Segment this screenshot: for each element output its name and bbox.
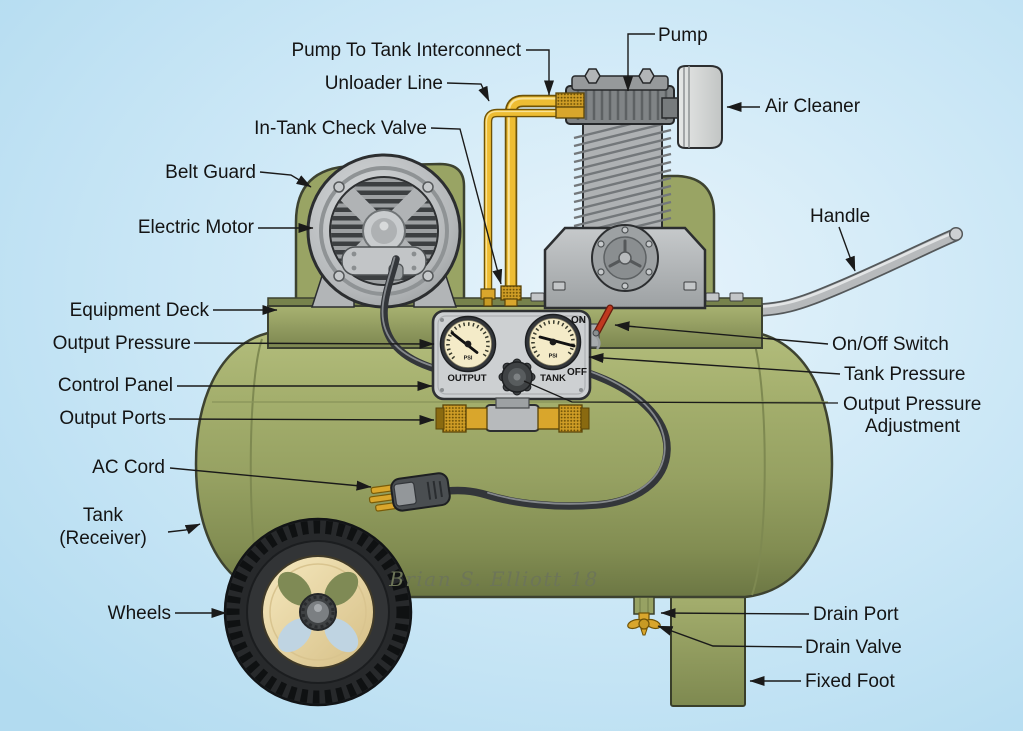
part-labels: Pump To Tank Interconnect Unloader Line … xyxy=(53,25,982,692)
callout-output-pressure-adjustment xyxy=(523,380,839,404)
label-output-pressure-adjustment-2: Adjustment xyxy=(865,416,961,437)
label-fixed-foot: Fixed Foot xyxy=(805,671,895,692)
in-tank-check-valve-nut xyxy=(500,285,522,301)
drain-port xyxy=(633,596,655,615)
callout-lines xyxy=(167,33,856,686)
output-pressure-adjustment-knob[interactable] xyxy=(498,358,536,396)
label-electric-motor: Electric Motor xyxy=(138,217,255,238)
fixed-foot xyxy=(670,591,746,707)
drain-valve[interactable] xyxy=(627,612,662,636)
label-ac-cord: AC Cord xyxy=(92,457,165,478)
callout-tank-pressure xyxy=(588,352,841,375)
label-wheels: Wheels xyxy=(108,603,171,624)
label-in-tank-check-valve: In-Tank Check Valve xyxy=(254,118,427,139)
label-air-cleaner: Air Cleaner xyxy=(765,96,861,117)
callout-pump xyxy=(623,33,655,92)
crankcase-screws xyxy=(597,226,653,290)
callout-in-tank-check-valve xyxy=(430,127,503,285)
label-pump-to-tank-interconnect: Pump To Tank Interconnect xyxy=(291,40,521,61)
left-output-port[interactable] xyxy=(442,404,467,433)
output-gauge-unit: PSI xyxy=(464,356,473,362)
rim-spoke-holes xyxy=(277,571,359,653)
tank-pressure-gauge: PSI xyxy=(524,313,582,371)
artist-signature: Brian S. Elliott 18 xyxy=(388,567,599,591)
output-pressure-gauge: PSI xyxy=(439,315,497,373)
label-pump: Pump xyxy=(658,25,708,46)
tank-gauge-needle xyxy=(538,335,576,348)
label-belt-guard: Belt Guard xyxy=(165,162,256,183)
callout-on-off-switch xyxy=(614,321,829,345)
ac-plug xyxy=(368,472,451,512)
wheel xyxy=(223,517,413,707)
pump-head-bolts xyxy=(584,68,655,84)
switch-on-label: ON xyxy=(571,315,586,326)
label-drain-valve: Drain Valve xyxy=(805,637,902,658)
label-output-pressure-adjustment-1: Output Pressure xyxy=(843,394,981,415)
label-output-ports: Output Ports xyxy=(59,408,166,429)
on-off-switch-lever[interactable] xyxy=(592,304,614,337)
control-panel: PSI PSI OUTPUT TANK ON OFF xyxy=(431,304,614,407)
tank-right-seam xyxy=(751,334,766,596)
label-tank-receiver-1: Tank xyxy=(83,505,124,526)
callout-drain-valve xyxy=(657,625,803,648)
switch-off-label: OFF xyxy=(567,367,587,378)
callout-drain-port xyxy=(660,608,810,619)
unloader-line-pipe xyxy=(483,108,560,293)
handle xyxy=(730,226,964,318)
air-lines xyxy=(480,92,585,307)
label-drain-port: Drain Port xyxy=(813,604,899,625)
left-port-collar xyxy=(464,407,488,430)
output-gauge-label: OUTPUT xyxy=(447,373,486,384)
output-ports xyxy=(435,397,590,433)
callout-handle xyxy=(838,226,856,272)
label-unloader-line: Unloader Line xyxy=(325,73,443,94)
label-control-panel: Control Panel xyxy=(58,375,173,396)
air-cleaner xyxy=(661,65,723,149)
label-output-pressure: Output Pressure xyxy=(53,333,191,354)
motor-flange-screws xyxy=(333,181,434,282)
electric-motor xyxy=(306,153,462,309)
label-handle: Handle xyxy=(810,206,870,227)
callout-unloader-line xyxy=(446,82,490,102)
callout-belt-guard xyxy=(259,171,312,188)
label-tank-receiver-2: (Receiver) xyxy=(59,528,147,549)
pump xyxy=(543,68,707,310)
right-output-port[interactable] xyxy=(558,404,583,433)
callout-pump-to-tank-interconnect xyxy=(526,49,554,96)
callout-tank-receiver xyxy=(167,523,201,535)
label-tank-pressure: Tank Pressure xyxy=(844,364,965,385)
label-equipment-deck: Equipment Deck xyxy=(70,300,210,321)
callout-output-pressure xyxy=(193,338,435,349)
tank-gauge-unit: PSI xyxy=(549,354,558,360)
pump-outlet-fitting xyxy=(555,92,585,109)
output-gauge-needle xyxy=(450,331,479,354)
tank-gauge-label: TANK xyxy=(540,373,566,384)
right-port-collar xyxy=(537,407,561,430)
label-on-off-switch: On/Off Switch xyxy=(832,334,949,355)
callout-ac-cord xyxy=(169,467,372,491)
drain-assembly xyxy=(627,596,662,636)
motor-terminal-plate xyxy=(341,246,427,276)
callout-output-ports xyxy=(168,414,435,425)
handle-end-cap xyxy=(948,226,964,242)
ac-cord xyxy=(380,255,671,510)
